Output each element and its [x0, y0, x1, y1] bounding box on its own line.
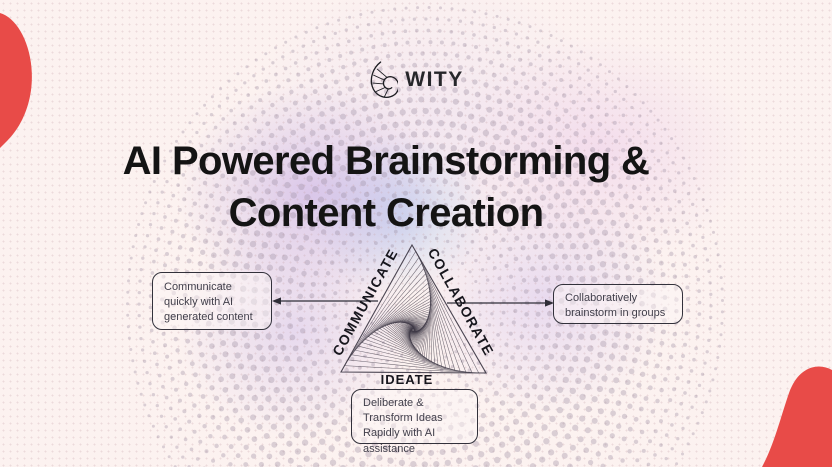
- callout-communicate-text: Communicate quickly with AI generated co…: [164, 281, 253, 324]
- edge-label-ideate: IDEATE: [380, 372, 434, 387]
- callout-communicate: Communicate quickly with AI generated co…: [152, 272, 272, 330]
- arrow-head-left: [272, 297, 281, 305]
- arrow-head-right: [545, 299, 554, 307]
- page-title-line2: Content Creation: [228, 191, 544, 235]
- callout-ideate: Deliberate & Transform Ideas Rapidly wit…: [351, 389, 478, 455]
- page-title-line1: AI Powered Brainstorming &: [122, 139, 650, 183]
- nautilus-shell-icon: [370, 61, 399, 98]
- red-blob-bottom-right: [762, 366, 832, 467]
- red-blob-top-left: [0, 13, 32, 148]
- page-title: AI Powered Brainstorming & Content Creat…: [0, 135, 772, 239]
- callout-ideate-text: Deliberate & Transform Ideas Rapidly wit…: [363, 397, 443, 455]
- logo: WITY: [0, 60, 832, 100]
- callout-collaborate: Collaboratively brainstorm in groups: [553, 284, 683, 324]
- callout-collaborate-text: Collaboratively brainstorm in groups: [565, 292, 666, 320]
- logo-text: WITY: [405, 68, 464, 91]
